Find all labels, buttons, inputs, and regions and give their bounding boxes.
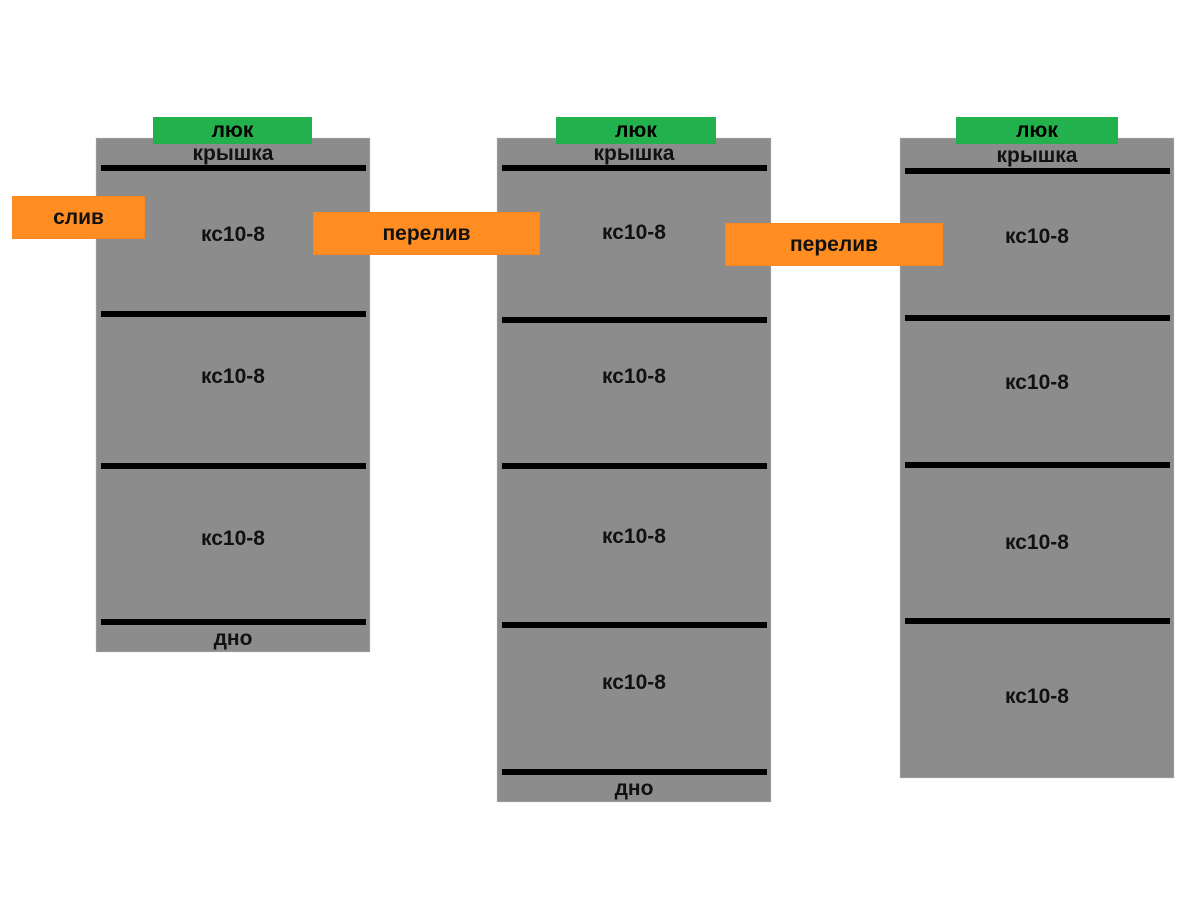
chamber-1-hatch-label: люк — [211, 119, 254, 142]
chamber-2-cover-line — [502, 165, 767, 171]
chamber-2-ring-label-1: кс10-8 — [602, 221, 666, 244]
chamber-3-ring-label-1: кс10-8 — [1005, 225, 1069, 248]
chamber-1-ring-label-2: кс10-8 — [201, 365, 265, 388]
overflow-pipe-1[interactable]: перелив — [313, 212, 540, 255]
chamber-3-ring-label-4: кс10-8 — [1005, 685, 1069, 708]
chamber-1-hatch-box[interactable]: люк — [153, 117, 312, 144]
chamber-3-cover-line — [905, 168, 1170, 174]
chamber-3-ring-separator-3 — [905, 618, 1170, 624]
chamber-3-ring-separator-1 — [905, 315, 1170, 321]
chamber-2-cover-label: крышка — [593, 142, 675, 165]
chamber-2-ring-separator-3 — [502, 622, 767, 628]
chamber-3-cover-label: крышка — [996, 144, 1078, 167]
chamber-3-ring-separator-2 — [905, 462, 1170, 468]
drain-inlet-pipe[interactable]: слив — [12, 196, 145, 239]
overflow-pipe-1-label: перелив — [382, 222, 471, 245]
chamber-3-hatch-label: люк — [1016, 119, 1058, 142]
chamber-3-ring-label-3: кс10-8 — [1005, 531, 1069, 554]
chamber-1-ring-label-3: кс10-8 — [201, 527, 265, 550]
overflow-pipe-2-label: перелив — [789, 233, 879, 256]
chamber-2-ring-label-2: кс10-8 — [602, 365, 666, 388]
chamber-2-hatch-label: люк — [615, 119, 657, 142]
chamber-2-ring-separator-1 — [502, 317, 767, 323]
chamber-1-bottom-label: дно — [213, 627, 253, 650]
chamber-2-bottom-line — [502, 769, 767, 775]
chamber-1-ring-separator-1 — [101, 311, 366, 317]
chamber-2-ring-label-3: кс10-8 — [602, 525, 666, 548]
chamber-2-ring-label-4: кс10-8 — [602, 671, 666, 694]
overflow-pipe-2[interactable]: перелив — [725, 223, 943, 266]
chamber-1-cover-line — [101, 165, 366, 171]
drain-inlet-label: слив — [53, 206, 104, 229]
chamber-1-bottom-line — [101, 619, 366, 625]
chamber-1-cover-label: крышка — [192, 142, 274, 165]
chamber-2-ring-separator-2 — [502, 463, 767, 469]
chamber-3-ring-label-2: кс10-8 — [1005, 371, 1069, 394]
chamber-1-ring-label-1: кс10-8 — [201, 223, 265, 246]
chamber-2-bottom-label: дно — [614, 777, 654, 800]
chamber-2-hatch-box[interactable]: люк — [556, 117, 716, 144]
chamber-3-hatch-box[interactable]: люк — [956, 117, 1118, 144]
chamber-3-shaft — [900, 138, 1174, 778]
chamber-1-ring-separator-2 — [101, 463, 366, 469]
